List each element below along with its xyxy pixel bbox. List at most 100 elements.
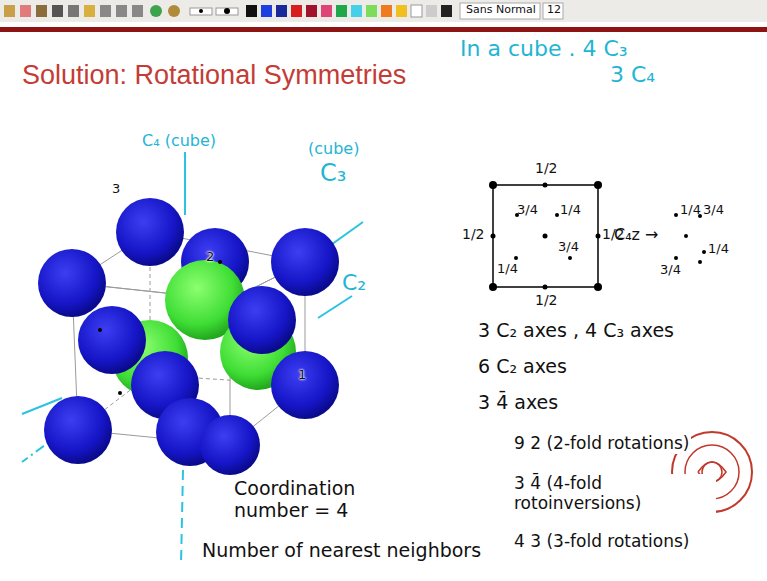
drawn-circle (38, 249, 106, 317)
drawn-circle (702, 250, 706, 254)
handwritten-note: Number of nearest neighbors (200, 540, 483, 562)
drawn-rect (0, 27, 767, 32)
drawn-circle (594, 283, 602, 291)
drawn-rect (132, 5, 143, 17)
slide-title: Solution: Rotational Symmetries (22, 60, 406, 91)
font-size: 12 (547, 4, 561, 17)
drawn-rect (4, 5, 15, 17)
drawn-circle (555, 213, 559, 217)
axis-label: C₂ (340, 270, 368, 295)
fraction-label: 1/4 (708, 242, 729, 257)
drawn-rect (321, 5, 332, 17)
drawn-rect (493, 185, 598, 287)
drawn-circle (44, 396, 112, 464)
drawn-rect (246, 5, 257, 17)
drawn-rect (276, 5, 287, 17)
drawn-line (318, 296, 352, 318)
drawn-rect (100, 5, 111, 17)
drawn-rect (36, 5, 47, 17)
drawn-circle (491, 234, 496, 239)
drawn-circle (698, 260, 702, 264)
drawn-circle (489, 181, 497, 189)
drawn-circle (543, 285, 548, 290)
drawn-circle (168, 5, 180, 17)
drawn-rect (116, 5, 127, 17)
atom-number: 2 (206, 250, 214, 265)
fraction-label: 3/4 (517, 203, 538, 218)
fraction-label: 1/4 (560, 203, 581, 218)
fraction-label: 1/2 (462, 226, 485, 242)
operation-label: C₄z → (614, 226, 658, 244)
drawn-rect (426, 5, 437, 17)
drawn-circle (594, 181, 602, 189)
handwritten-note: 9 2 (2-fold rotations) (512, 434, 691, 454)
drawn-circle (674, 256, 678, 260)
drawn-circle (543, 183, 548, 188)
drawn-rect (396, 5, 407, 17)
drawn-circle (200, 415, 260, 475)
drawn-rect (351, 5, 362, 17)
toolbar (0, 0, 767, 32)
handwritten-note: 6 C₂ axes (478, 356, 567, 378)
fraction-label: 1/2 (535, 292, 558, 308)
drawn-line (181, 470, 183, 565)
drawn-circle (116, 198, 184, 266)
axis-label: (cube) (306, 140, 361, 158)
drawn-rect (261, 5, 272, 17)
drawn-rect (441, 5, 452, 17)
drawn-circle (78, 306, 146, 374)
axis-label: C₄ (cube) (140, 132, 218, 150)
drawn-circle (98, 328, 102, 332)
fraction-label: 1/4 (680, 203, 701, 218)
handwritten-note: Coordination number = 4 (232, 478, 406, 522)
drawn-rect (543, 3, 563, 19)
drawn-line (184, 152, 186, 215)
axis-label: C₃ (318, 160, 348, 188)
drawn-rect (0, 0, 767, 22)
drawn-circle (228, 286, 296, 354)
drawn-rect (216, 8, 238, 15)
handwritten-note: 3 C₂ axes , 4 C₃ axes (478, 320, 674, 342)
handwritten-note: 3 4̄ (4-fold rotoinversions) (512, 474, 716, 513)
plane-projection (489, 181, 706, 291)
handwritten-note: 3 C₄ (610, 62, 655, 87)
drawn-circle (596, 234, 601, 239)
drawn-circle (684, 234, 688, 238)
drawn-circle (514, 256, 518, 260)
handwritten-note: 4 3 (3-fold rotations) (512, 532, 691, 552)
handwritten-note: In a cube . 4 C₃ (460, 36, 628, 61)
drawn-circle (543, 234, 548, 239)
drawn-circle (218, 260, 222, 264)
drawn-rect (381, 5, 392, 17)
drawn-circle (118, 391, 122, 395)
drawn-circle (224, 8, 230, 14)
atom-number: 1 (298, 368, 306, 383)
drawn-circle (271, 228, 339, 296)
drawn-rect (190, 8, 212, 15)
drawn-rect (306, 5, 317, 17)
drawn-rect (52, 5, 63, 17)
crystal-atoms (38, 198, 339, 475)
drawn-circle (199, 9, 203, 13)
drawn-circle (568, 256, 572, 260)
drawn-circle (489, 283, 497, 291)
atom-number: 3 (112, 182, 120, 197)
drawn-rect (291, 5, 302, 17)
font-name: Sans Normal (466, 4, 536, 17)
fraction-label: 1/2 (535, 160, 558, 176)
drawn-rect (366, 5, 377, 17)
fraction-label: 3/4 (660, 263, 681, 278)
drawn-circle (271, 351, 339, 419)
drawn-circle (674, 213, 678, 217)
drawn-rect (20, 5, 31, 17)
fraction-label: 3/4 (703, 203, 724, 218)
drawn-circle (150, 5, 162, 17)
drawn-rect (336, 5, 347, 17)
fraction-label: 3/4 (558, 240, 579, 255)
drawn-rect (460, 3, 540, 19)
drawn-rect (411, 5, 422, 17)
drawn-rect (84, 5, 95, 17)
fraction-label: 1/4 (497, 262, 518, 277)
handwritten-note: 3 4̄ axes (478, 392, 558, 414)
drawn-rect (68, 5, 79, 17)
